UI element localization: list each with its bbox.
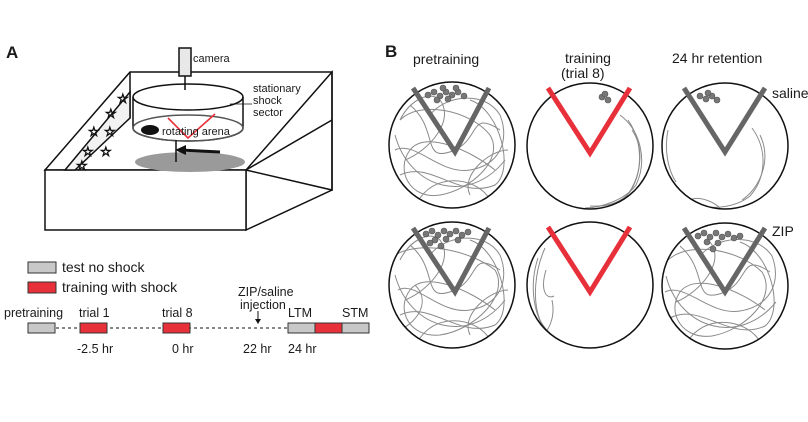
star-cues: ☆ ☆ ☆ ☆ ☆ ☆ ☆ bbox=[76, 92, 130, 175]
timeline: pretraining trial 1 trial 8 ZIP/saline i… bbox=[4, 285, 370, 356]
legend-label-no-shock: test no shock bbox=[62, 259, 145, 275]
timeline-block-trial8 bbox=[162, 322, 191, 334]
tl-label-injection-1: ZIP/saline bbox=[238, 285, 294, 299]
tl-label-pretraining: pretraining bbox=[4, 306, 63, 320]
timeline-block-training2 bbox=[314, 322, 343, 334]
arena-pretraining-saline bbox=[388, 81, 516, 209]
apparatus-drawing bbox=[43, 47, 333, 232]
timeline-block-stm bbox=[341, 322, 370, 334]
sector-label-line1: stationary bbox=[253, 83, 301, 95]
camera-label: camera bbox=[193, 53, 231, 65]
arena-training-zip bbox=[526, 221, 654, 349]
tl-time-t1: -2.5 hr bbox=[77, 342, 113, 356]
star-icon: ☆ bbox=[100, 145, 112, 160]
timeline-block-pretraining bbox=[27, 322, 56, 334]
cue-wall bbox=[63, 89, 131, 171]
legend-swatch-shock bbox=[27, 281, 57, 294]
tl-time-t2: 0 hr bbox=[172, 342, 194, 356]
arena-pretraining-zip bbox=[388, 221, 516, 349]
star-icon: ☆ bbox=[104, 125, 116, 140]
arena-training-saline bbox=[526, 82, 654, 210]
col-title-retention: 24 hr retention bbox=[672, 50, 762, 66]
tl-label-trial8: trial 8 bbox=[162, 306, 193, 320]
col-title-pretraining: pretraining bbox=[413, 51, 479, 67]
panel-a-letter: A bbox=[6, 43, 18, 62]
legend-swatch-no-shock bbox=[27, 261, 57, 274]
tl-label-trial1: trial 1 bbox=[79, 306, 110, 320]
tl-label-injection-2: injection bbox=[240, 298, 286, 312]
timeline-block-ltm bbox=[287, 322, 316, 334]
tl-label-stm: STM bbox=[342, 306, 368, 320]
star-icon: ☆ bbox=[88, 125, 100, 140]
arena-retention-saline bbox=[661, 82, 789, 210]
legend-label-shock: training with shock bbox=[62, 279, 178, 295]
star-icon: ☆ bbox=[105, 107, 117, 122]
star-icon: ☆ bbox=[82, 145, 94, 160]
sector-label-line2: shock bbox=[253, 95, 282, 107]
arena-retention-zip bbox=[661, 222, 789, 350]
row-label-zip: ZIP bbox=[772, 223, 794, 239]
star-icon: ☆ bbox=[76, 159, 88, 174]
star-icon: ☆ bbox=[117, 92, 129, 107]
timeline-block-trial1 bbox=[79, 322, 108, 334]
panel-b-letter: B bbox=[385, 42, 397, 61]
tl-time-t4: 24 hr bbox=[288, 342, 317, 356]
col-title-training: training bbox=[565, 50, 611, 66]
tl-time-t3: 22 hr bbox=[243, 342, 272, 356]
arena-label: rotating arena bbox=[162, 126, 231, 138]
col-subtitle-training: (trial 8) bbox=[561, 65, 605, 81]
legend: test no shock training with shock bbox=[27, 259, 178, 295]
row-label-saline: saline bbox=[772, 85, 808, 101]
tl-label-ltm: LTM bbox=[288, 306, 312, 320]
sector-label-line3: sector bbox=[253, 107, 283, 119]
room-box-front bbox=[44, 169, 247, 231]
